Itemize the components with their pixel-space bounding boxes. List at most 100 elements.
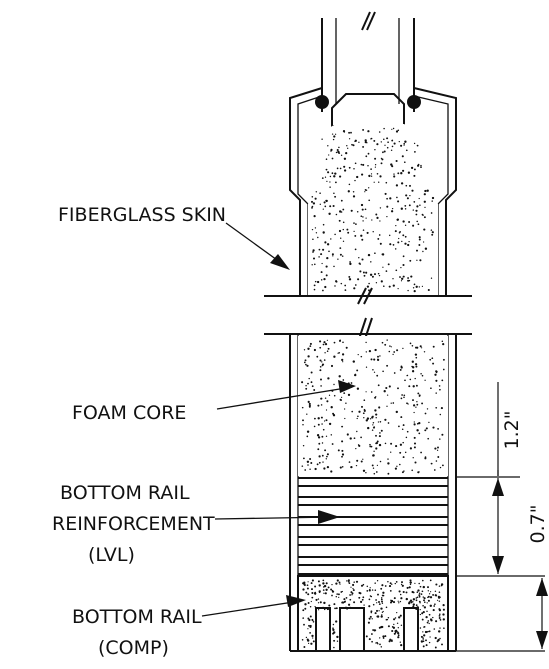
stipple-dot [374,589,377,591]
stipple-dot [396,196,398,199]
stipple-dot [416,401,418,403]
stipple-dot [367,426,370,430]
stipple-dot [311,596,314,599]
stipple-dot [403,394,406,397]
stipple-dot [305,636,308,639]
stipple-dot [390,640,393,642]
stipple-dot [322,208,324,210]
stipple-dot [372,454,375,457]
stipple-dot [423,634,426,637]
stipple-dot [319,203,321,205]
stipple-dot [326,589,328,591]
stipple-dot [437,638,440,642]
stipple-dot [376,358,380,362]
stipple-dot [389,585,391,587]
stipple-dot [418,592,421,594]
stipple-dot [442,368,445,371]
stipple-dot [393,618,396,621]
stipple-dot [365,189,368,191]
stipple-dot [310,642,313,645]
stipple-dot [347,190,350,193]
stipple-dot [381,625,384,629]
stipple-dot [393,142,396,145]
stipple-dot [439,438,441,440]
stipple-dot [441,643,443,646]
stipple-dot [318,256,320,258]
stipple-dot [381,158,384,161]
stipple-dot [404,242,407,245]
stipple-dot [400,597,403,600]
stipple-dot [354,162,357,165]
stipple-dot [304,359,307,362]
foam-core-lower [298,336,448,476]
stipple-dot [381,600,383,603]
stipple-dot [348,183,351,186]
stipple-dot [373,181,375,183]
stipple-dot [382,635,385,638]
stipple-dot [411,360,414,363]
stipple-dot [317,404,320,407]
stipple-dot [409,184,411,187]
stipple-dot [305,384,307,387]
stipple-dot [419,613,422,616]
dimension-lower-label: 0.7" [527,505,549,544]
stipple-dot [425,427,428,430]
stipple-dot [398,237,400,240]
stipple-dot [370,610,373,613]
stipple-dot [409,378,412,381]
stipple-dot [420,166,422,168]
stipple-dot [339,167,342,170]
stipple-dot [418,595,421,598]
stipple-dot [374,612,377,615]
stipple-dot [374,409,377,412]
stipple-dot [419,608,421,611]
stipple-dot [346,580,348,582]
stipple-dot [365,419,368,422]
stipple-dot [438,615,441,617]
stipple-dot [404,379,406,382]
stipple-dot [343,598,346,601]
stipple-dot [316,434,320,437]
stipple-dot [400,266,402,269]
stipple-dot [396,465,398,467]
stipple-dot [307,617,310,620]
stipple-dot [342,240,345,242]
stipple-dot [366,231,369,234]
stipple-dot [396,611,398,614]
stipple-dot [379,460,382,463]
stipple-dot [336,579,339,582]
stipple-dot [400,172,403,175]
stipple-dot [306,587,309,590]
stipple-dot [325,274,328,277]
stipple-dot [325,409,328,411]
stipple-dot [418,600,421,603]
stipple-dot [398,590,401,593]
stipple-dot [362,458,364,460]
stipple-dot [404,235,407,238]
stipple-dot [413,283,416,286]
stipple-dot [334,607,337,610]
stipple-dot [402,347,404,350]
stipple-dot [321,423,323,425]
stipple-dot [409,579,412,582]
stipple-dot [430,619,433,622]
stipple-dot [349,261,351,263]
stipple-dot [321,138,323,140]
stipple-dot [325,582,328,585]
stipple-dot [303,646,306,648]
stipple-dot [365,391,367,393]
stipple-dot [332,627,334,630]
stipple-dot [317,236,319,239]
stipple-dot [369,615,372,618]
stipple-dot [318,248,321,251]
stipple-dot [302,588,305,591]
stipple-dot [375,417,377,419]
stipple-dot [362,469,366,472]
stipple-dot [421,618,424,621]
stipple-dot [356,459,359,462]
stipple-dot [312,251,314,253]
stipple-dot [400,207,403,210]
stipple-dot [322,579,325,582]
stipple-dot [374,252,376,255]
stipple-dot [333,265,335,268]
